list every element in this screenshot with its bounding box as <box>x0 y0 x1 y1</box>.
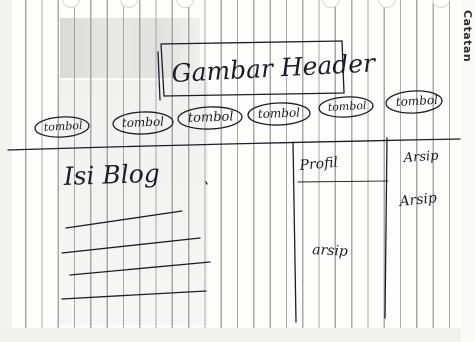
header-box-stroke <box>157 51 161 101</box>
right-archive-bottom: Arsip <box>397 190 438 210</box>
nav-button-2-label[interactable]: tombol <box>122 115 165 130</box>
binder-hole <box>176 0 194 8</box>
content-line-4 <box>61 290 207 300</box>
page-edge: Catatan <box>461 0 475 342</box>
header-label: Gambar Header <box>171 48 378 88</box>
nav-button-oval[interactable] <box>34 116 90 139</box>
nav-button-6-label[interactable]: tombol <box>395 93 438 109</box>
binder-hole <box>62 0 80 8</box>
nav-button-4-label[interactable]: tombol <box>258 106 301 121</box>
sidebar-left-divider <box>292 141 297 323</box>
nav-button-oval[interactable] <box>112 111 174 135</box>
right-archive-top: Arsip <box>402 149 439 167</box>
binder-hole <box>378 0 396 8</box>
content-line-3 <box>69 261 211 276</box>
edge-label: Catatan <box>461 10 474 63</box>
nav-button-5-label[interactable]: tombol <box>327 99 367 114</box>
nav-button-oval[interactable] <box>385 90 443 115</box>
ink-dot <box>205 181 208 185</box>
nav-button-1-label[interactable]: tombol <box>43 119 83 134</box>
sidebar-profile-label: Profil <box>298 155 339 174</box>
sidebar-right-divider <box>384 137 388 319</box>
header-box <box>160 40 345 97</box>
content-line-1 <box>65 210 183 229</box>
nav-button-oval[interactable] <box>177 106 243 130</box>
page-bottom-edge <box>0 328 475 342</box>
binder-hole <box>120 0 138 8</box>
binder-hole <box>322 0 340 8</box>
ruled-lines <box>10 0 450 342</box>
profile-underline <box>297 180 389 183</box>
nav-button-3-label[interactable]: tombol <box>188 109 234 126</box>
nav-button-oval[interactable] <box>318 96 374 119</box>
nav-divider-line <box>7 138 461 151</box>
nav-button-oval[interactable] <box>247 102 311 126</box>
sidebar-archive-label: arsip <box>312 242 348 260</box>
page-margin <box>0 0 12 342</box>
binder-hole <box>432 0 450 8</box>
content-line-2 <box>61 237 201 254</box>
content-title: Isi Blog <box>62 159 160 191</box>
